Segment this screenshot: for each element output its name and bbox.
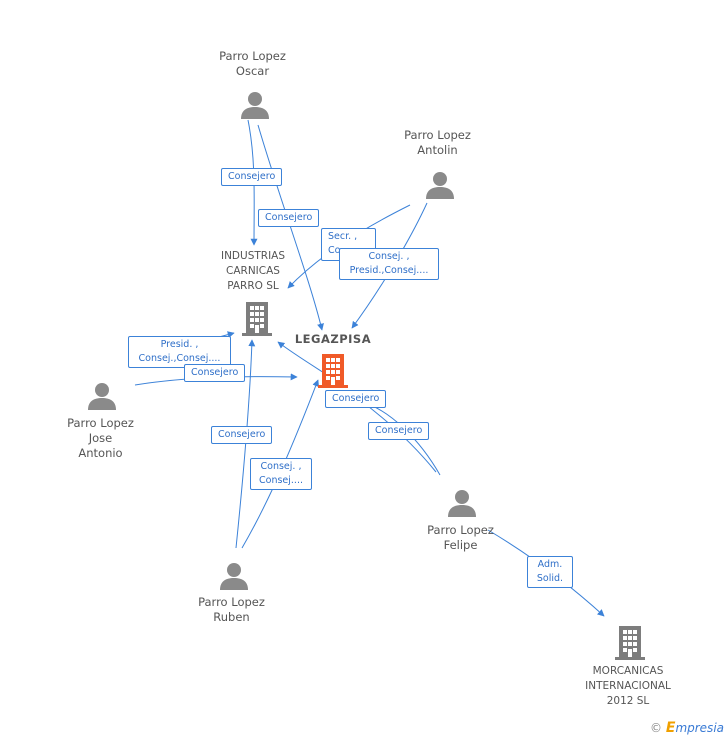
edge-label-consejero[interactable]: Consejero bbox=[221, 168, 283, 186]
edge-label-consejero[interactable]: Consejero bbox=[368, 422, 430, 440]
node-label-antolin[interactable]: Parro Lopez Antolin bbox=[404, 128, 471, 157]
edge-label-adm-solid[interactable]: Adm. Solid. bbox=[527, 556, 573, 588]
building-icon-morcanicas[interactable] bbox=[615, 626, 645, 660]
person-icon-felipe[interactable] bbox=[447, 488, 477, 518]
edge-label-consej-presid[interactable]: Consej. , Presid.,Consej.... bbox=[339, 248, 439, 280]
edge-oscar-legazpi bbox=[257, 124, 324, 331]
edge-label-consejero[interactable]: Consejero bbox=[258, 209, 320, 227]
building-icon-industrias[interactable] bbox=[242, 302, 272, 336]
building-icon-legazpi[interactable] bbox=[318, 354, 348, 388]
edge-label-consejero[interactable]: Consejero bbox=[211, 426, 273, 444]
node-label-legazpi[interactable]: LEGAZPISA bbox=[294, 332, 372, 346]
edge-label-consejero[interactable]: Consejero bbox=[325, 390, 387, 408]
node-label-morcanicas[interactable]: MORCANICAS INTERNACIONAL 2012 SL bbox=[585, 665, 671, 707]
person-icon-ruben[interactable] bbox=[219, 561, 249, 591]
node-label-ruben[interactable]: Parro Lopez Ruben bbox=[198, 595, 265, 624]
node-label-oscar[interactable]: Parro Lopez Oscar bbox=[219, 49, 286, 78]
node-label-felipe[interactable]: Parro Lopez Felipe bbox=[427, 523, 494, 552]
copyright-symbol: © bbox=[650, 721, 663, 735]
node-label-jose[interactable]: Parro Lopez Jose Antonio bbox=[67, 416, 134, 460]
brand-logo: Empresia bbox=[665, 720, 724, 736]
edge-label-presid-consej[interactable]: Presid. , Consej.,Consej.... bbox=[128, 336, 231, 368]
node-label-industrias[interactable]: INDUSTRIAS CARNICAS PARRO SL bbox=[220, 250, 286, 292]
edge-label-consej-consej[interactable]: Consej. , Consej.... bbox=[250, 458, 312, 490]
empresia-watermark: © Empresia bbox=[650, 720, 724, 736]
person-icon-jose[interactable] bbox=[87, 381, 117, 411]
person-icon-antolin[interactable] bbox=[425, 170, 455, 200]
person-icon-oscar[interactable] bbox=[240, 90, 270, 120]
edge-label-consejero[interactable]: Consejero bbox=[184, 364, 246, 382]
